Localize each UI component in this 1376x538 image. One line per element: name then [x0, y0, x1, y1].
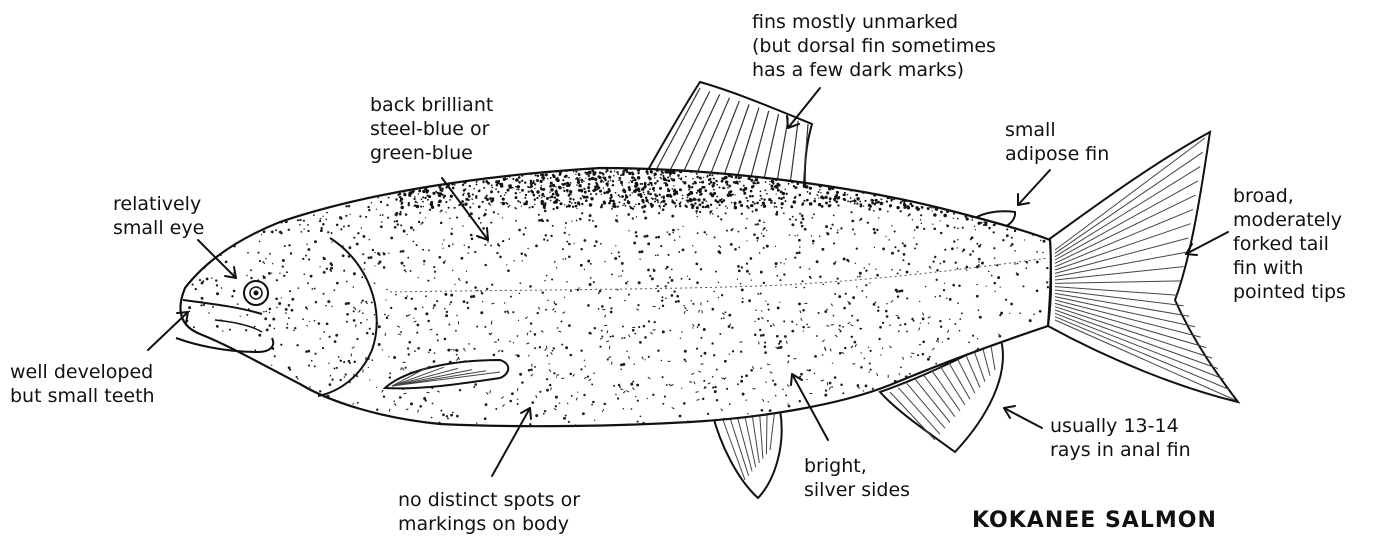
- label-anal-fin: usually 13-14 rays in anal fin: [1050, 414, 1191, 462]
- arrow-anal-fin: [1004, 406, 1042, 428]
- label-back: back brilliant steel-blue or green-blue: [370, 93, 493, 165]
- arrow-teeth: [148, 312, 188, 350]
- diagram-title: KOKANEE SALMON: [972, 508, 1217, 533]
- fish-eye: [244, 281, 268, 305]
- label-teeth: well developed but small teeth: [10, 360, 155, 408]
- label-tail: broad, moderately forked tail fin with p…: [1233, 184, 1346, 304]
- label-eye: relatively small eye: [113, 192, 204, 240]
- tail-fin: [1048, 132, 1238, 402]
- label-adipose: small adipose fin: [1005, 118, 1109, 166]
- arrow-adipose: [1018, 170, 1050, 205]
- label-sides: bright, silver sides: [804, 454, 910, 502]
- label-body: no distinct spots or markings on body: [398, 488, 580, 536]
- label-dorsal-fin: fins mostly unmarked (but dorsal fin som…: [752, 10, 996, 82]
